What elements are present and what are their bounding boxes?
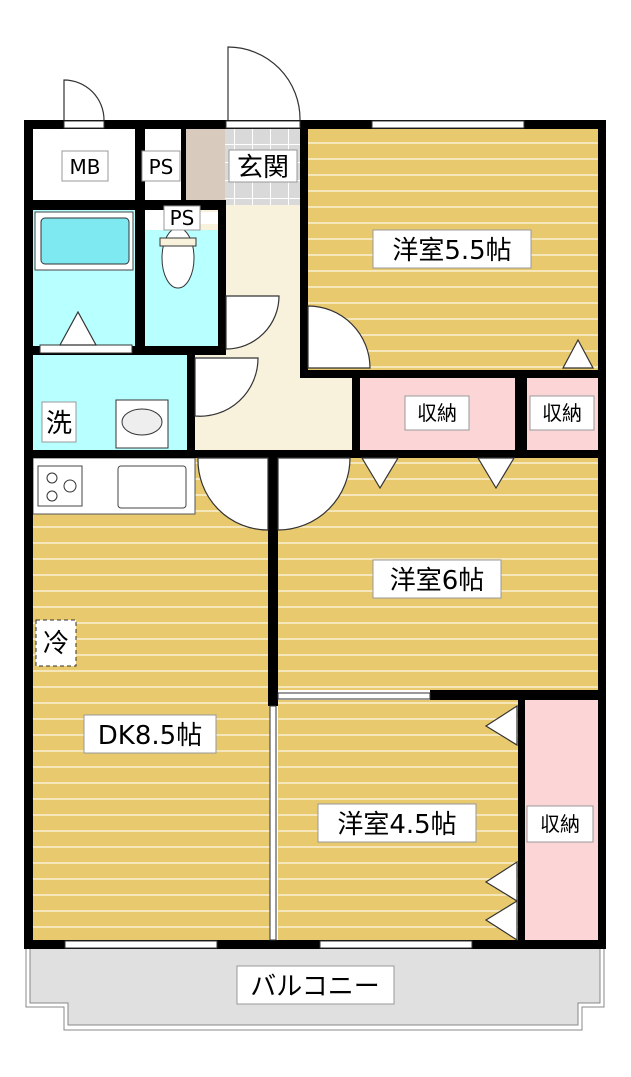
label-entrance: 玄関: [237, 153, 289, 183]
label-ps-top: PS: [149, 155, 174, 179]
kitchen-sink-icon: [117, 465, 187, 509]
windows: [39, 120, 525, 949]
label-ps-toilet: PS: [170, 206, 195, 230]
label-dk: DK8.5帖: [98, 721, 202, 751]
label-storage-c: 収納: [540, 812, 580, 836]
label-storage-a: 収納: [417, 401, 457, 425]
label-fridge: 冷: [43, 629, 69, 659]
label-mb: MB: [70, 155, 101, 179]
toilet-icon: [161, 227, 195, 289]
label-storage-b: 収納: [542, 401, 582, 425]
label-western-45: 洋室4.5帖: [337, 810, 456, 840]
label-washroom: 洗: [46, 409, 72, 439]
stove-icon: [37, 465, 83, 507]
label-balcony: バルコニー: [250, 972, 379, 1002]
label-western-6: 洋室6帖: [390, 566, 485, 596]
shoe-box: [185, 129, 225, 205]
sink-icon: [121, 408, 163, 436]
room-dk: [33, 458, 271, 940]
doors: [58, 46, 595, 942]
label-western-55: 洋室5.5帖: [392, 236, 511, 266]
